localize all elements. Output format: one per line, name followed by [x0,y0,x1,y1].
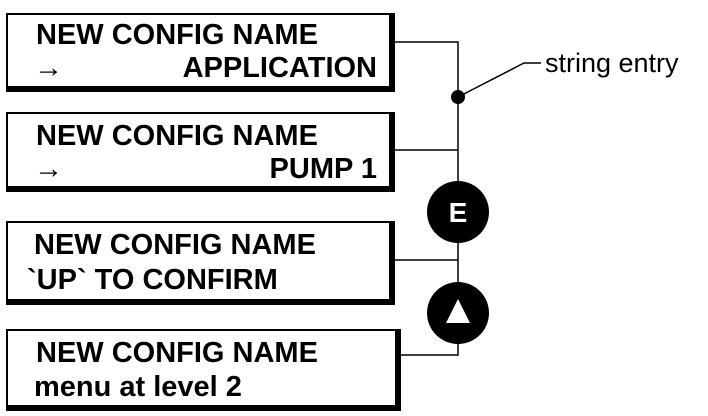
lcd-screen-pump: NEW CONFIG NAME → PUMP 1 [6,112,395,192]
lcd-screen-application: NEW CONFIG NAME → APPLICATION [6,13,395,92]
screen-3-line-1: NEW CONFIG NAME [34,229,316,261]
screen-2-line-2: PUMP 1 [270,153,377,185]
screen-2-line-1: NEW CONFIG NAME [36,120,318,152]
up-triangle-icon [446,299,470,323]
lcd-screen-confirm: NEW CONFIG NAME `UP` TO CONFIRM [6,221,395,305]
screen-2-arrow: → [34,153,63,185]
enter-key-label: E [449,197,468,228]
enter-key-icon: E [427,181,489,243]
screen-4-line-2: menu at level 2 [34,371,242,403]
screen-1-arrow: → [34,52,63,84]
callout-leader [457,62,541,98]
screen-4-line-1: NEW CONFIG NAME [36,337,318,369]
up-arrow-key-icon [427,282,489,344]
screen-1-line-2: APPLICATION [183,52,377,84]
screen-3-line-2: `UP` TO CONFIRM [27,264,278,296]
screen-1-line-1: NEW CONFIG NAME [36,19,318,51]
lcd-screen-menu-level: NEW CONFIG NAME menu at level 2 [6,329,401,411]
string-entry-callout: string entry [545,48,679,78]
junction-dot [451,90,465,104]
